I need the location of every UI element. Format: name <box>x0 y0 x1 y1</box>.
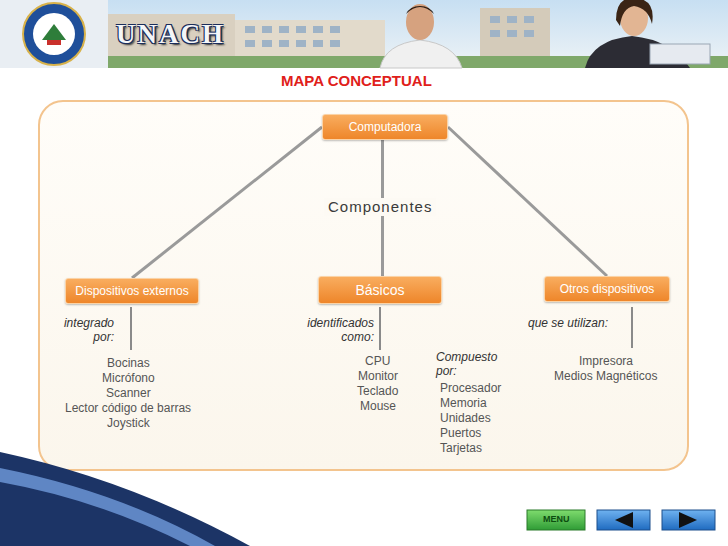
forward-button <box>662 510 715 530</box>
list-item: Puertos <box>440 426 481 440</box>
concept-box: Básicos <box>318 276 442 304</box>
book <box>650 44 710 64</box>
connector-line <box>448 127 607 276</box>
linking-phrase: Compuesto por: <box>436 350 506 378</box>
forward-arrow <box>679 512 697 528</box>
person-hair <box>616 0 653 26</box>
list-item: Micrófono <box>102 371 155 385</box>
list-item: Mouse <box>360 399 396 413</box>
building <box>95 14 235 58</box>
swoosh <box>0 452 250 546</box>
building <box>235 20 385 58</box>
person-face <box>406 4 434 40</box>
swoosh <box>0 468 215 546</box>
list-item: Joystick <box>107 416 150 430</box>
logo-emblem <box>42 24 66 40</box>
menu-button <box>527 510 585 530</box>
linking-phrase: que se utilizan: <box>528 316 608 330</box>
box-text: Dispositivos externos <box>75 284 188 298</box>
content-panel <box>39 101 688 470</box>
list-item: Procesador <box>440 381 501 395</box>
list-item: Impresora <box>579 354 633 368</box>
logo-ground <box>0 0 108 68</box>
concept-box: Otros dispositivos <box>544 276 670 302</box>
logo-emblem <box>47 40 61 45</box>
list-item: Lector código de barras <box>65 401 191 415</box>
linking-phrase: integrado por: <box>50 316 114 344</box>
relation-label: Componentes <box>324 198 436 216</box>
building <box>480 8 550 58</box>
logo-inner <box>33 13 75 55</box>
logo-seal <box>23 3 85 65</box>
linking-phrase: identificados como: <box>290 316 374 344</box>
list-item: Bocinas <box>107 356 150 370</box>
connector-line <box>132 127 322 278</box>
brand-name: UNACH <box>116 19 225 49</box>
leader-lines <box>131 307 632 350</box>
list-item: Teclado <box>357 384 398 398</box>
list-item: Tarjetas <box>440 441 482 455</box>
person-shirt <box>380 40 462 68</box>
diagram-title: MAPA CONCEPTUAL <box>281 72 432 90</box>
person-hair <box>406 6 434 14</box>
back-button <box>597 510 650 530</box>
list-item: Scanner <box>106 386 151 400</box>
button-label: MENU <box>543 514 570 525</box>
concept-box: Computadora <box>322 114 448 140</box>
windows <box>245 16 534 47</box>
list-item: Monitor <box>358 369 398 383</box>
concept-box: Dispositivos externos <box>65 278 199 304</box>
list-item: Memoria <box>440 396 487 410</box>
back-arrow <box>615 512 633 528</box>
list-item: CPU <box>365 354 390 368</box>
box-text: Otros dispositivos <box>560 282 655 296</box>
box-text: Básicos <box>355 282 404 298</box>
list-item: Unidades <box>440 411 491 425</box>
list-item: Medios Magnéticos <box>554 369 657 383</box>
box-text: Computadora <box>349 120 422 134</box>
